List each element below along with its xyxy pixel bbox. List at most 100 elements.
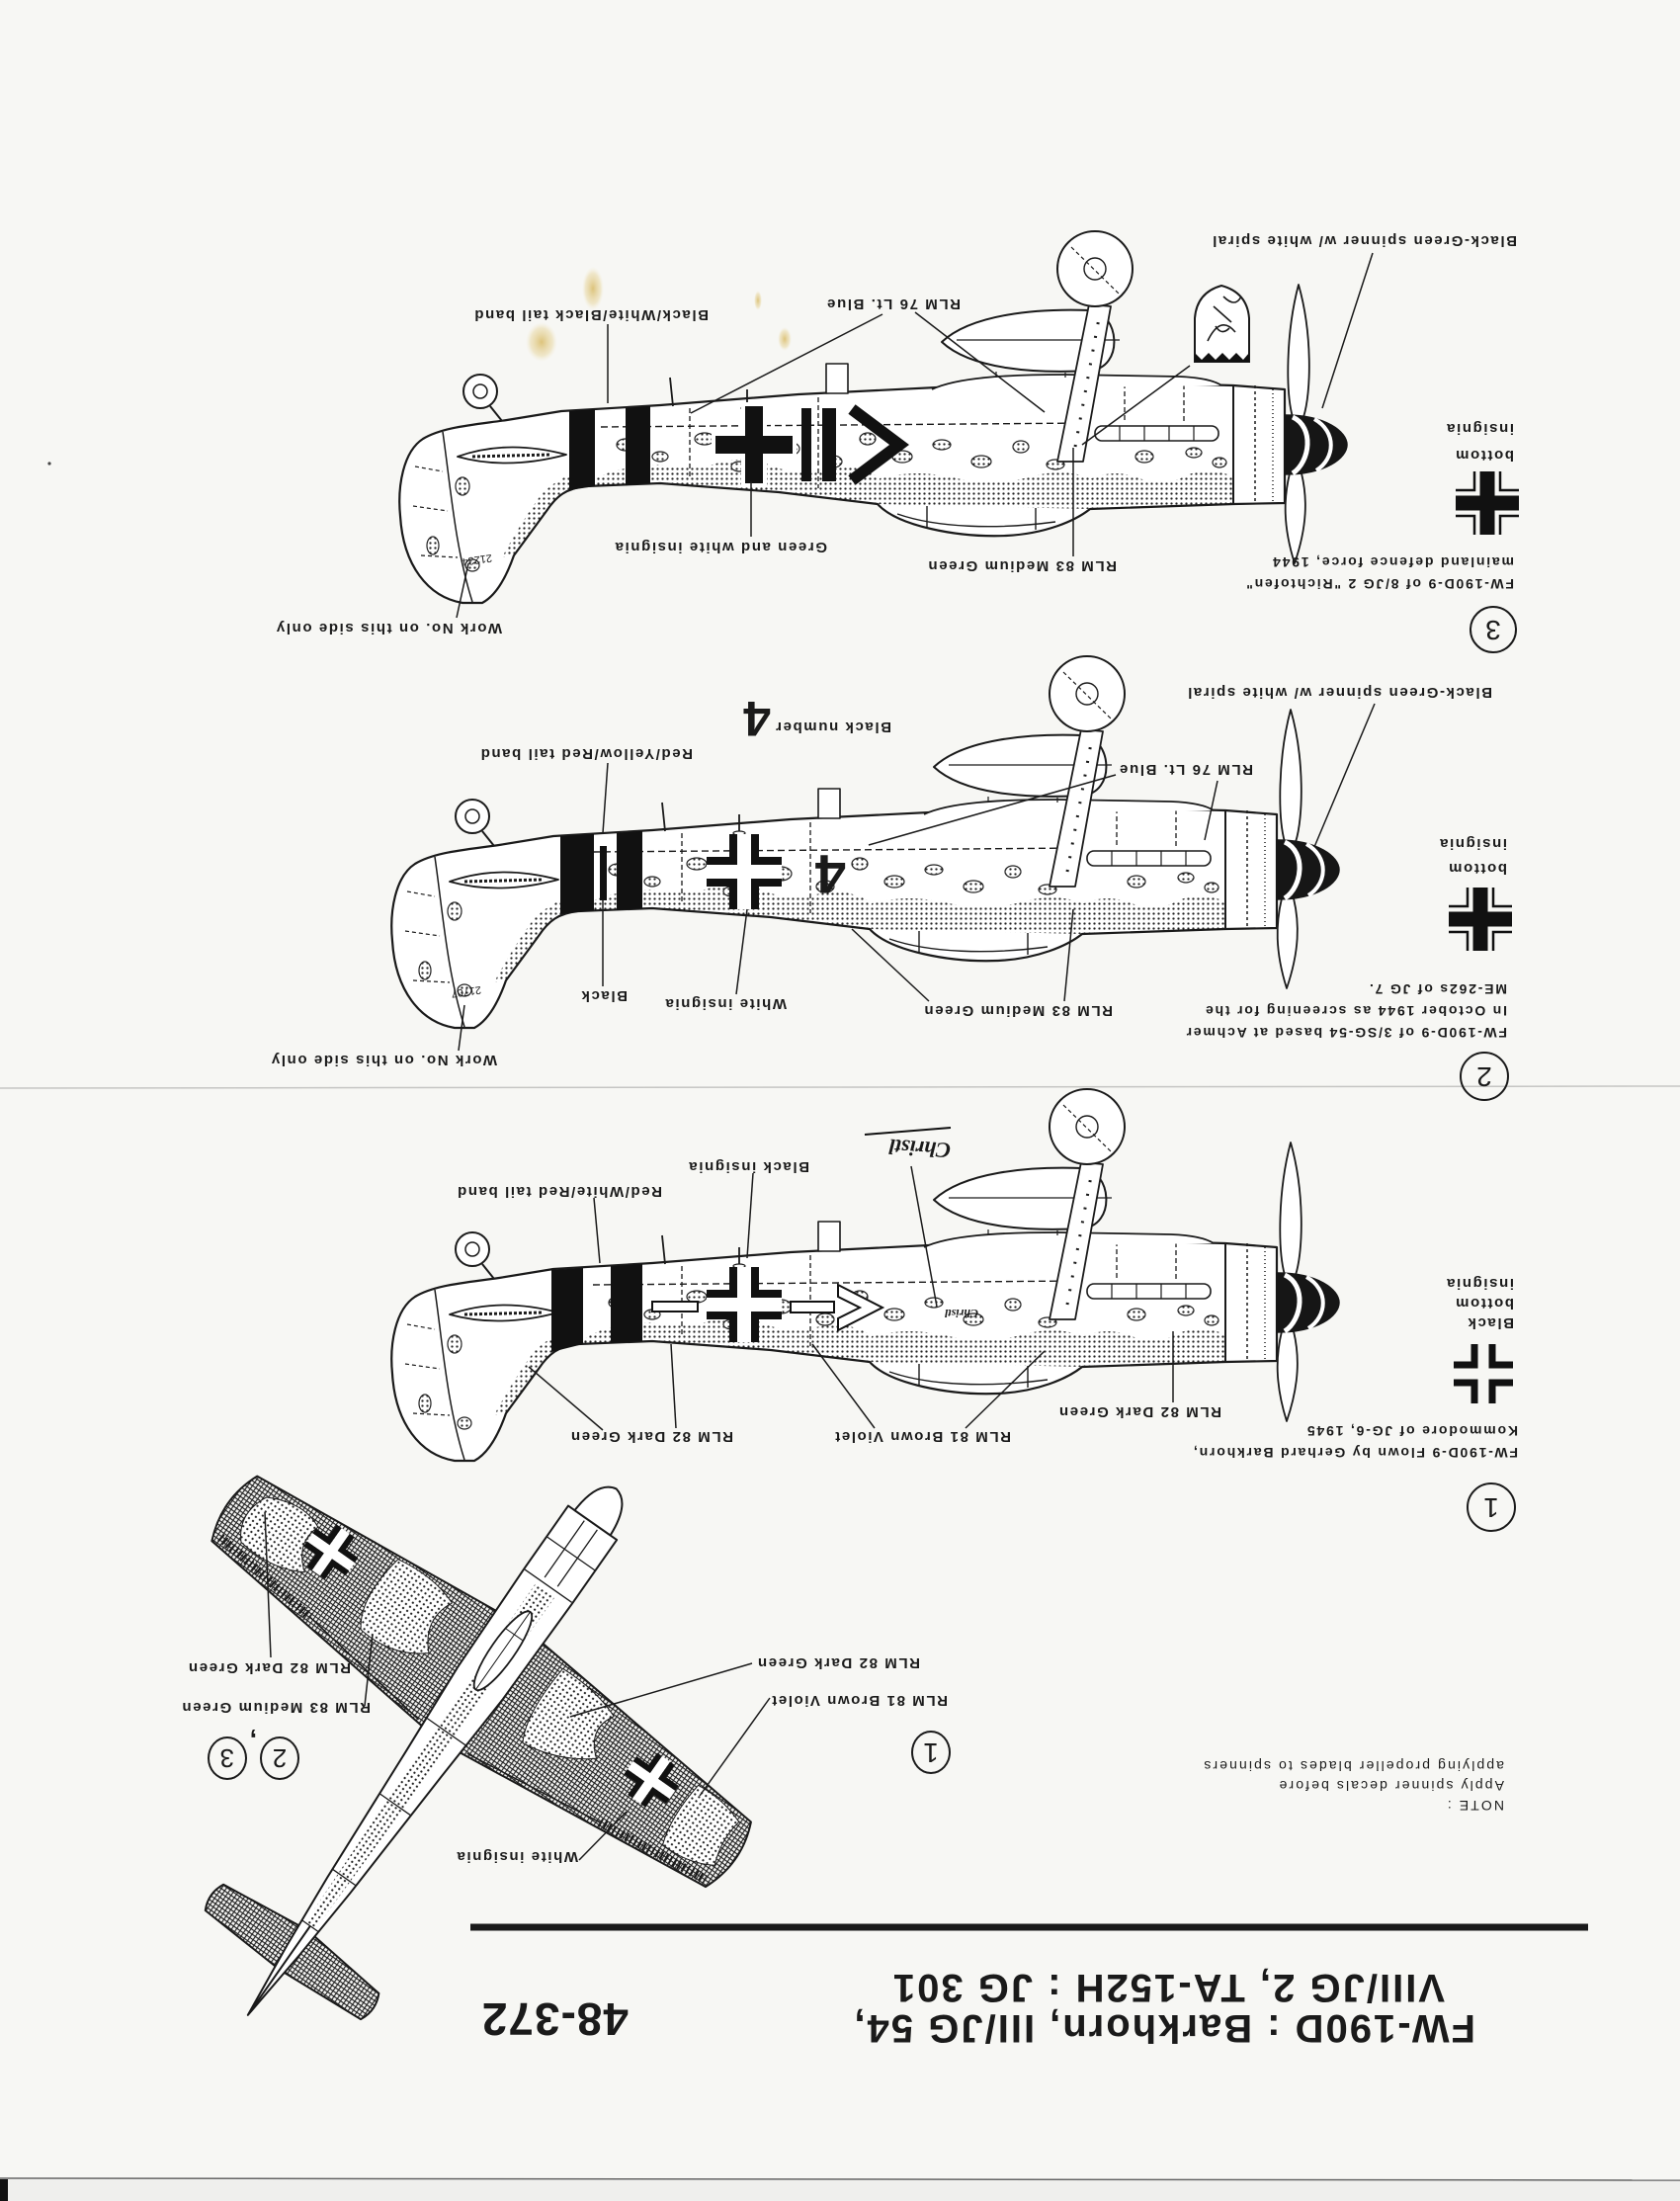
paper-edge-line <box>0 2177 1680 2181</box>
scanner-corner <box>0 2179 8 2201</box>
stain <box>754 291 762 310</box>
label-p2-black-number: Black number <box>774 719 891 735</box>
fuselage-cross-outline <box>707 1267 782 1342</box>
unit-crest-emblem <box>1207 296 1242 342</box>
wing-insignia-right <box>624 1752 679 1808</box>
profile-2-bottom-insignia-label: bottom insignia <box>1438 831 1507 881</box>
stain <box>526 322 557 362</box>
tail-band-outer <box>551 1268 583 1352</box>
note-line: applying propeller blades to spinners <box>1202 1758 1504 1774</box>
insignia-white <box>707 1298 782 1312</box>
profile-2-airframe <box>391 656 1339 1028</box>
description-line: FW-190D-9 of 3/SG-54 based at Achmer <box>1184 1025 1507 1041</box>
profile-1-description: FW-190D-9 Flown by Gerhard Barkhorn, Kom… <box>1180 1420 1518 1464</box>
label-p1-rlm82-nose: RLM 82 Dark Green <box>1057 1403 1221 1420</box>
gruppe-bar <box>801 408 811 481</box>
top-view-wing-camo <box>240 1496 740 1866</box>
note-heading: NOTE : <box>1445 1798 1504 1814</box>
scheme-badge-3: 3 <box>207 1736 247 1780</box>
bottom-insignia-text: insignia <box>1445 420 1514 437</box>
kommodore-chevron <box>837 1283 885 1332</box>
tail-band-outer <box>617 831 642 910</box>
label-top-insignia: White insignia <box>455 1848 578 1865</box>
label-p3-spinner: Black-Green spinner w/ white spiral <box>1211 232 1517 249</box>
top-view-aircraft <box>204 1475 752 2021</box>
tail-band-black <box>569 409 595 490</box>
bottom-insignia-text: bottom <box>1454 447 1514 464</box>
product-code: 48-372 <box>480 1993 629 2045</box>
label-p2-tail-band: Red/Yellow/Red tail band <box>479 745 693 762</box>
top-view-leader-lines <box>264 1511 771 1861</box>
bottom-insignia-text: bottom <box>1454 1295 1514 1312</box>
profile-3-bottom-insignia-label: bottom insignia <box>1445 415 1514 468</box>
bottom-insignia-text: insignia <box>1445 1275 1514 1292</box>
label-top-rlm82-outer: RLM 82 Dark Green <box>187 1659 351 1676</box>
fuselage-cross-outline <box>707 834 782 909</box>
black-number-decal: 4 <box>743 691 771 746</box>
scheme-number-2: 2 <box>1460 1052 1509 1101</box>
flap-lines <box>308 1616 601 1823</box>
scheme-badge-2: 2 <box>260 1736 299 1780</box>
profile-3-description: FW-190D-9 of 8/JG 2 "Richtofen" mainland… <box>1230 551 1514 595</box>
note-line: Apply spinner decals before <box>1277 1778 1504 1794</box>
profile-3-airframe <box>399 231 1347 603</box>
label-p3-insignia: Green and white insignia <box>614 539 827 555</box>
leader-lines <box>456 252 1374 619</box>
label-top-rlm82-inner: RLM 82 Dark Green <box>756 1654 920 1671</box>
aileron-hatching <box>217 1534 708 1884</box>
scheme-number-1: 1 <box>1467 1482 1516 1532</box>
label-p2-insignia: White insignia <box>663 995 787 1012</box>
scanner-edge <box>0 2179 1680 2201</box>
fuselage-name-christl: Christl <box>944 1307 978 1320</box>
kommodore-bar <box>651 1301 699 1312</box>
top-view-canopy-frame <box>475 1611 531 1690</box>
top-view-spinner <box>573 1485 624 1537</box>
description-line: mainland defence force, 1944 <box>1271 554 1514 570</box>
description-line: FW-190D-9 Flown by Gerhard Barkhorn, <box>1192 1445 1518 1461</box>
label-p2-rlm83: RLM 83 Medium Green <box>922 1002 1113 1019</box>
profile-3 <box>399 231 1519 619</box>
label-p1-insignia: Black insignia <box>687 1158 809 1175</box>
sheet-title-line-2: VIII/JG 2, TA-152H : JG 301 <box>890 1966 1445 2009</box>
note-block: NOTE : Apply spinner decals before apply… <box>1189 1756 1504 1816</box>
bottom-insignia-text: bottom <box>1447 860 1507 877</box>
label-p1-rlm81: RLM 81 Brown Violet <box>833 1428 1011 1445</box>
fuselage-number: 4 <box>814 843 846 905</box>
stain <box>582 267 604 310</box>
chevron-marking <box>848 404 909 485</box>
bottom-insignia-text: insignia <box>1438 835 1507 852</box>
top-view-fin <box>248 1925 311 2014</box>
label-p1-tail-band: Red/White/Red tail band <box>456 1183 662 1200</box>
wing-insignia-left <box>303 1524 359 1579</box>
speck <box>47 462 51 466</box>
tail-band-outer <box>611 1264 642 1343</box>
label-top-rlm81: RLM 81 Brown Violet <box>770 1692 948 1709</box>
tail-band-outer <box>560 834 594 914</box>
gruppe-bar <box>822 408 836 481</box>
label-p2-rlm76: RLM 76 Lt. Blue <box>1118 761 1253 778</box>
tail-band-black <box>626 406 650 485</box>
profile-1-bottom-insignia-label: Black bottom insignia <box>1443 1273 1514 1332</box>
label-p3-rlm76: RLM 76 Lt. Blue <box>825 296 961 312</box>
label-p2-work-no: Work No. on this side only <box>270 1052 497 1068</box>
profile-2-description: FW-190D-9 of 3/SG-54 based at Achmer In … <box>1164 978 1507 1044</box>
name-decal-underline <box>864 1127 952 1136</box>
tail-band-center-stripe <box>600 846 607 900</box>
label-p2-spinner: Black-Green spinner w/ white spiral <box>1186 684 1492 701</box>
unit-crest-band <box>1195 353 1249 362</box>
bottom-insignia-icon <box>1449 888 1512 951</box>
scheme-badge-1: 1 <box>911 1731 951 1774</box>
bottom-insignia-text: Black <box>1466 1314 1514 1331</box>
leader-lines <box>528 1165 1174 1431</box>
description-line: FW-190D-9 of 8/JG 2 "Richtofen" <box>1244 576 1514 592</box>
label-p2-band-center: Black <box>579 987 628 1004</box>
description-line: ME-262s of JG 7. <box>1368 981 1507 997</box>
bottom-insignia-icon <box>1454 1344 1513 1403</box>
paper-stains <box>47 267 792 466</box>
stain <box>778 327 792 351</box>
fuselage-cross <box>715 436 793 454</box>
scheme-number-3: 3 <box>1470 606 1517 653</box>
label-p3-tail-band: Black/White/Black tail band <box>472 306 709 323</box>
